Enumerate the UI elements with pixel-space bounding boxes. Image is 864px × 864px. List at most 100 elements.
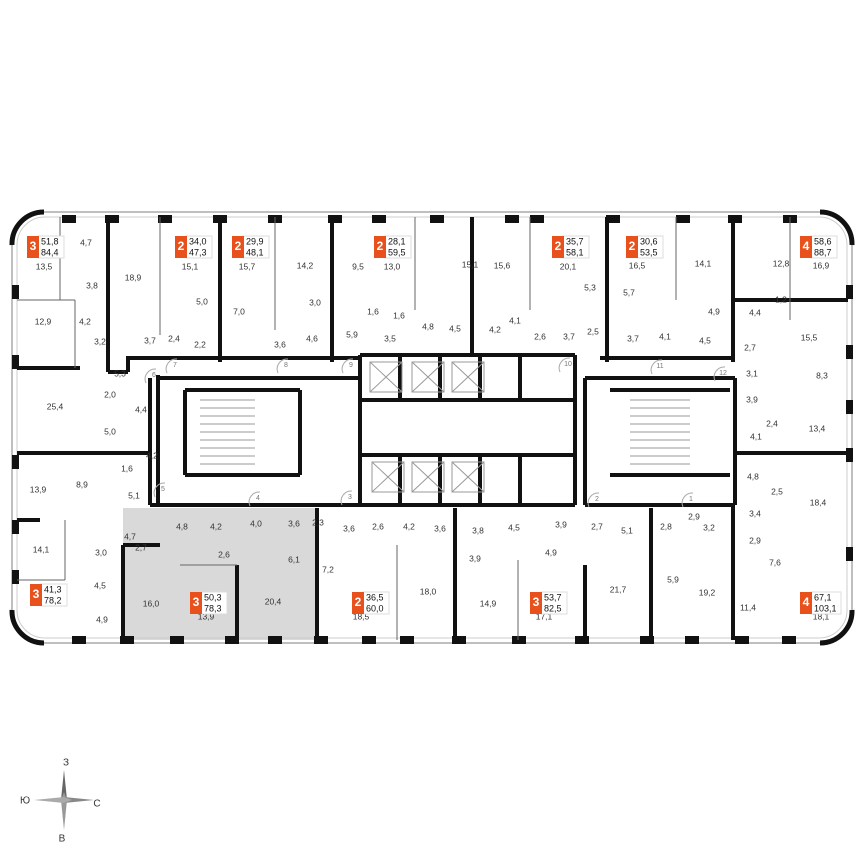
total-area: 84,4 <box>41 247 59 257</box>
door-swing-icon <box>340 490 353 506</box>
room-area-label: 5,1 <box>621 525 633 535</box>
total-area: 58,1 <box>566 247 584 257</box>
room-area-label: 4,5 <box>699 335 711 345</box>
room-area-label: 5,9 <box>667 574 679 584</box>
door-swing-icon <box>144 368 157 384</box>
room-area-label: 4,9 <box>708 306 720 316</box>
room-area-label: 17,1 <box>536 611 553 621</box>
room-count-badge <box>27 236 39 258</box>
compass-west-label: Ю <box>20 796 30 807</box>
room-area-label: 16,9 <box>813 260 830 270</box>
room-area-label: 2,6 <box>372 521 384 531</box>
room-count: 2 <box>355 595 362 609</box>
compass-rose: З Ю С В <box>20 758 101 845</box>
room-area-label: 11,4 <box>740 602 756 612</box>
room-count-badge <box>175 236 187 258</box>
apartment-door-number: 6 <box>152 372 156 379</box>
elevator-shaft <box>371 461 405 493</box>
room-area-label: 15,5 <box>801 332 818 342</box>
living-area: 34,0 <box>189 236 207 246</box>
total-area: 82,5 <box>544 603 562 613</box>
room-area-label: 3,9 <box>469 553 481 563</box>
room-area-label: 8,3 <box>816 370 828 380</box>
room-count-badge <box>800 236 812 258</box>
room-count: 3 <box>30 239 37 253</box>
room-area-label: 3,2 <box>94 336 106 346</box>
column <box>846 285 853 299</box>
column <box>505 215 519 223</box>
room-area-label: 4,1 <box>509 315 521 325</box>
elevator-cross <box>369 361 403 393</box>
apartment-door-number: 2 <box>595 496 599 503</box>
apartment-badge[interactable]: 3 53,782,5 <box>530 591 568 615</box>
apartment-door-number: 10 <box>564 361 572 368</box>
room-area-label: 2,5 <box>771 486 783 496</box>
room-area-label: 4,4 <box>135 404 147 414</box>
door-swing-icon <box>558 357 571 373</box>
room-area-label: 4,1 <box>750 431 762 441</box>
room-count: 2 <box>235 239 242 253</box>
room-area-label: 2,5 <box>587 326 599 336</box>
room-area-label: 3,4 <box>749 508 761 518</box>
column <box>530 215 544 223</box>
column <box>430 215 444 223</box>
living-area: 28,1 <box>388 236 406 246</box>
column <box>676 215 690 223</box>
door-swing-icon <box>153 482 166 498</box>
room-area-label: 1,6 <box>393 310 405 320</box>
room-area-label: 16,5 <box>629 260 646 270</box>
room-area-label: 7,6 <box>769 557 781 567</box>
living-area: 53,7 <box>544 592 562 602</box>
room-area-label: 5,0 <box>196 296 208 306</box>
apartment-door-number: 7 <box>173 362 177 369</box>
room-area-label: 4,8 <box>422 321 434 331</box>
room-area-label: 3,8 <box>86 280 98 290</box>
corner-wall <box>819 209 855 246</box>
apartment-door-number: 9 <box>349 362 353 369</box>
column <box>12 355 19 369</box>
column <box>158 215 172 223</box>
room-area-label: 4,5 <box>449 323 461 333</box>
apartment-door-number: 11 <box>656 363 663 370</box>
room-area-label: 15,6 <box>494 260 511 270</box>
elevator-shaft <box>451 461 485 493</box>
room-area-label: 4,7 <box>124 531 136 541</box>
room-area-label: 2,7 <box>744 342 756 352</box>
room-area-label: 4,5 <box>94 580 106 590</box>
door-swing-icon <box>165 358 178 374</box>
door-swing-icon <box>650 359 663 375</box>
room-area-label: 4,0 <box>250 518 262 528</box>
room-area-label: 5,1 <box>128 490 140 500</box>
elevator-shaft <box>369 361 403 393</box>
room-area-label: 2,0 <box>104 389 116 399</box>
column <box>120 636 134 644</box>
room-area-label: 14,9 <box>480 598 497 608</box>
room-area-label: 7,0 <box>233 306 245 316</box>
total-area: 103,1 <box>814 603 837 613</box>
room-count: 3 <box>533 595 540 609</box>
apartment-door-number: 12 <box>719 370 727 377</box>
room-area-label: 4,2 <box>146 450 158 460</box>
room-area-label: 14,1 <box>695 258 712 268</box>
column <box>685 636 699 644</box>
elevator-cross <box>411 461 445 493</box>
room-area-label: 4,5 <box>508 522 520 532</box>
highlighted-apartment-area[interactable] <box>237 508 317 640</box>
highlighted-apartment-area[interactable] <box>160 508 237 566</box>
apartment-door-number: 4 <box>256 495 260 502</box>
room-area-label: 3,7 <box>144 335 156 345</box>
room-area-label: 18,9 <box>125 272 142 282</box>
living-area: 35,7 <box>566 236 584 246</box>
